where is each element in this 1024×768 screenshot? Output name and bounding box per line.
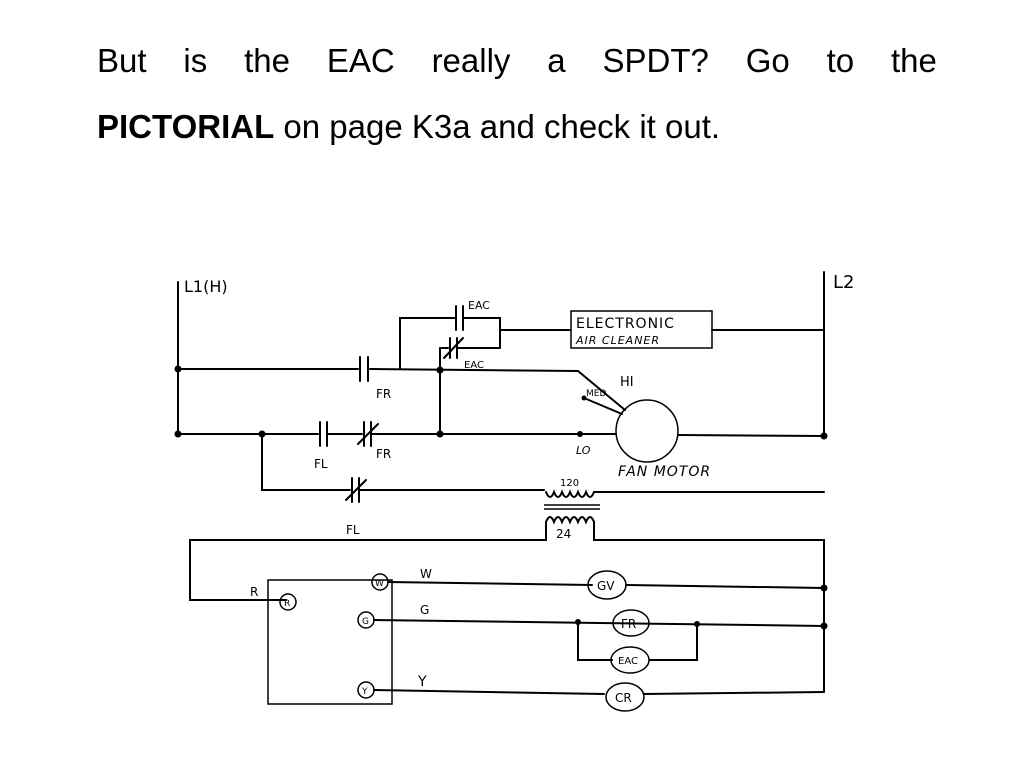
junction: [174, 430, 182, 438]
transformer-secondary-coil: [545, 516, 595, 525]
word: EAC: [326, 42, 395, 79]
word: to: [826, 42, 855, 79]
heading-line-2-rest: on page K3a and check it out.: [274, 108, 721, 145]
terminal-r: R: [284, 599, 290, 609]
coil-cr: [605, 682, 645, 712]
wire-fr-eac-bypass-left: [577, 621, 613, 661]
wire-row1-right: [369, 368, 579, 372]
eac-box-line2: AIR CLEANER: [575, 334, 660, 347]
wire-w: [387, 581, 593, 586]
word: really: [431, 42, 511, 79]
wire-y: [373, 689, 605, 695]
xfmr-primary-label: 120: [560, 478, 579, 489]
wire-fr-eac-bypass-right: [649, 623, 698, 661]
wire-secondary-right: [593, 521, 825, 693]
junction: [174, 365, 182, 373]
fl-contact-label-2: FL: [346, 523, 360, 537]
wire-secondary-left: [189, 521, 547, 601]
terminal-g: G: [362, 617, 369, 627]
eac-contact-label-top: EAC: [468, 299, 490, 312]
lo-label: LO: [576, 444, 591, 457]
word: SPDT?: [602, 42, 709, 79]
wire-g: [373, 619, 825, 627]
wire-g-label: G: [420, 603, 429, 617]
eac-contact-label-bottom: EAC: [464, 360, 484, 371]
eac-nc-slash: [443, 337, 464, 359]
word: the: [891, 42, 937, 79]
wire-gv-to-l2: [625, 584, 825, 589]
junction: [820, 584, 828, 592]
rail-l2-label: L2: [833, 272, 854, 293]
word: a: [547, 42, 566, 79]
coil-fr: [612, 609, 650, 637]
wire-motor-to-l2: [677, 434, 825, 437]
coil-cr-label: CR: [615, 691, 632, 705]
fr-contact-label-1: FR: [376, 387, 391, 401]
junction: [694, 621, 700, 627]
word: the: [244, 42, 290, 79]
junction: [820, 432, 828, 440]
junction: [577, 431, 583, 437]
terminal-r-label: R: [250, 585, 258, 599]
wire-med-lead: [583, 397, 623, 415]
coil-eac: [610, 646, 650, 674]
wire-eac-loop: [399, 317, 456, 370]
heading-line-1: But is the EAC really a SPDT? Go to the: [97, 28, 937, 94]
wire-row3-left: [261, 433, 351, 491]
word: But: [97, 42, 147, 79]
junction: [575, 619, 581, 625]
terminal-y: Y: [361, 687, 368, 697]
wire-hi-lead: [577, 370, 626, 411]
fr-contact-label-2: FR: [376, 447, 391, 461]
thermostat-subbase: [267, 579, 393, 705]
wire-w-label: W: [420, 567, 432, 581]
hi-label: HI: [620, 375, 634, 390]
word: is: [183, 42, 208, 79]
pictorial-link-text: PICTORIAL: [97, 108, 275, 145]
fl-nc-slash: [345, 479, 367, 501]
terminal-r-icon[interactable]: [279, 593, 297, 611]
terminal-w: W: [375, 579, 384, 589]
fan-motor-label: FAN MOTOR: [618, 464, 711, 480]
xfmr-secondary-label: 24: [556, 527, 571, 541]
eac-box-line1: ELECTRONIC: [576, 316, 675, 332]
slide-heading: But is the EAC really a SPDT? Go to the …: [97, 28, 937, 160]
med-label: MED: [586, 389, 606, 399]
heading-line-2: PICTORIAL on page K3a and check it out.: [97, 94, 937, 160]
coil-eac-label: EAC: [618, 656, 638, 667]
wire-cr-to-l2: [643, 691, 825, 695]
wire-eac-to-box: [463, 317, 501, 349]
coil-fr-label: FR: [621, 617, 636, 631]
wire-y-label: Y: [417, 674, 427, 690]
fr-nc-slash: [357, 423, 379, 445]
word: Go: [745, 42, 790, 79]
fan-motor-icon: [615, 399, 679, 463]
junction: [820, 622, 828, 630]
coil-gv-label: GV: [597, 579, 615, 593]
fl-contact-label-1: FL: [314, 457, 328, 471]
transformer-primary-coil: [545, 489, 595, 498]
rail-l1-label: L1(H): [184, 277, 228, 296]
